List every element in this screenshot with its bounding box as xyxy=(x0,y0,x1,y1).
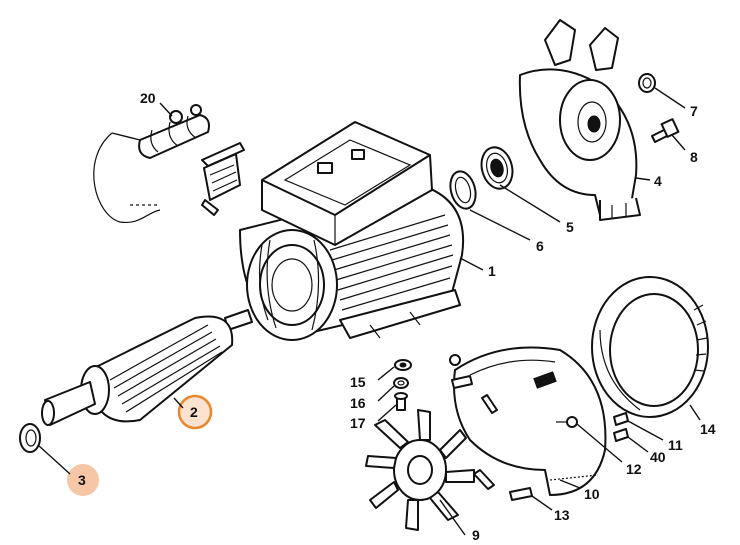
callout-40: 40 xyxy=(650,449,666,465)
part-10-fan-cover[interactable] xyxy=(449,346,607,496)
callout-3: 3 xyxy=(78,472,86,488)
callout-12: 12 xyxy=(626,461,642,477)
callout-14: 14 xyxy=(700,421,716,437)
part-4-end-shield[interactable] xyxy=(518,19,641,221)
part-1-motor-housing[interactable] xyxy=(239,121,465,341)
callout-8: 8 xyxy=(690,149,698,165)
callout-9: 9 xyxy=(472,527,480,543)
callout-15: 15 xyxy=(350,374,366,390)
part-14-band[interactable] xyxy=(591,276,709,418)
part-8-screw[interactable] xyxy=(651,118,680,143)
part-17-bolt[interactable] xyxy=(394,392,408,411)
callout-17: 17 xyxy=(350,415,366,431)
callout-2: 2 xyxy=(190,404,198,420)
part-9-fan[interactable] xyxy=(365,409,475,531)
callout-6: 6 xyxy=(536,238,544,254)
callout-1: 1 xyxy=(488,263,496,279)
part-11-screw[interactable] xyxy=(613,412,629,426)
callout-4: 4 xyxy=(654,173,662,189)
part-13-clip[interactable] xyxy=(509,487,533,501)
part-3-washer[interactable] xyxy=(19,423,41,453)
callout-labels: 20 1 2 3 4 5 6 7 8 9 10 11 12 13 14 15 1… xyxy=(78,90,716,543)
callout-10: 10 xyxy=(584,486,600,502)
part-5-bearing[interactable] xyxy=(477,144,517,192)
part-2-rotor[interactable] xyxy=(41,309,253,426)
part-12-screw[interactable] xyxy=(556,416,578,428)
part-15-washer[interactable] xyxy=(394,359,412,371)
callout-5: 5 xyxy=(566,219,574,235)
callout-2-highlight xyxy=(177,394,213,430)
callout-16: 16 xyxy=(350,395,366,411)
part-20-cable-clamp[interactable] xyxy=(93,104,210,224)
part-20-bracket[interactable] xyxy=(201,142,245,216)
callout-20: 20 xyxy=(140,90,156,106)
callout-13: 13 xyxy=(554,507,570,523)
part-16-nut[interactable] xyxy=(393,377,409,389)
part-7-ring[interactable] xyxy=(638,73,656,93)
part-40-screw[interactable] xyxy=(613,428,629,442)
callout-11: 11 xyxy=(668,437,683,453)
part-6-circlip[interactable] xyxy=(446,169,479,212)
callout-3-highlight xyxy=(67,464,99,496)
callout-7: 7 xyxy=(690,103,698,119)
leader-lines xyxy=(37,87,701,536)
